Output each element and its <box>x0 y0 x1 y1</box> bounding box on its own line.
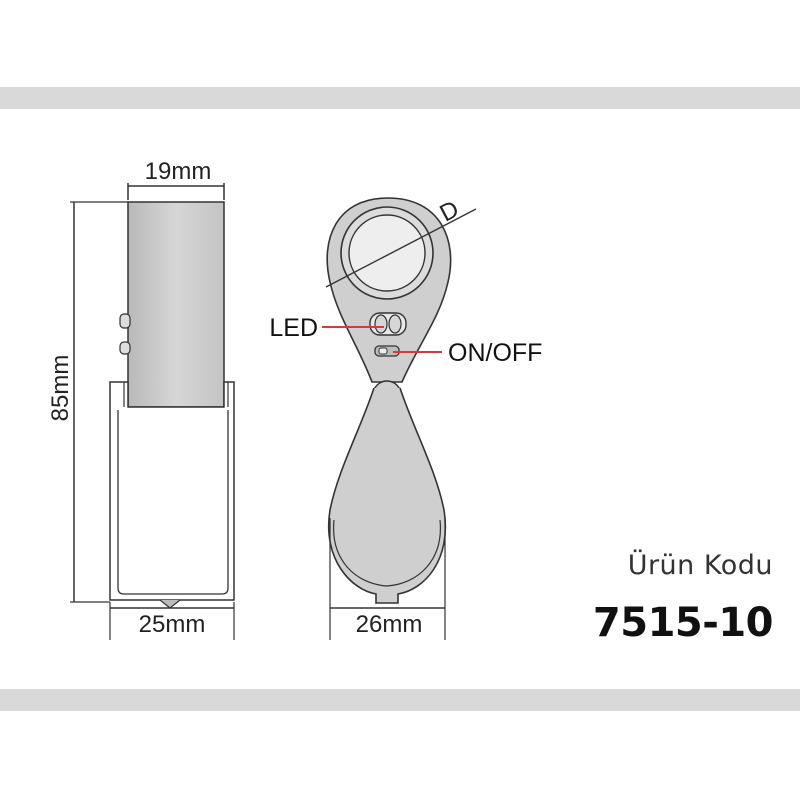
width-25-label: 25mm <box>139 611 206 638</box>
side-lower-case <box>109 381 235 601</box>
loupe-lower-case <box>327 387 447 604</box>
bottom-border-band <box>0 689 800 711</box>
width-26-label: 26mm <box>356 611 423 638</box>
side-power-switch-knob <box>119 341 131 355</box>
product-code-value: 7515-10 <box>592 600 774 646</box>
product-code-label: Ürün Kodu <box>627 550 773 581</box>
side-lower-case-inner <box>117 410 229 595</box>
power-switch-slider <box>378 347 388 355</box>
top-border-band <box>0 87 800 109</box>
side-led-switch-knob <box>119 313 131 329</box>
side-upper-body <box>127 201 225 408</box>
width-19-label: 19mm <box>145 158 212 185</box>
side-bottom-notch <box>159 599 181 609</box>
lens-glass <box>348 214 426 292</box>
led-bulb-left-icon <box>374 314 388 334</box>
height-85-label: 85mm <box>47 355 74 422</box>
led-bulb-right-icon <box>388 314 402 334</box>
front-view: D LED ON/OFF 26mm <box>269 195 542 640</box>
lens-diameter-line <box>325 208 477 288</box>
loupe-lower-case-rim <box>333 519 441 587</box>
onoff-callout-label: ON/OFF <box>448 339 542 367</box>
led-callout-label: LED <box>269 314 318 342</box>
side-view: 19mm 85mm 25mm <box>47 158 235 640</box>
